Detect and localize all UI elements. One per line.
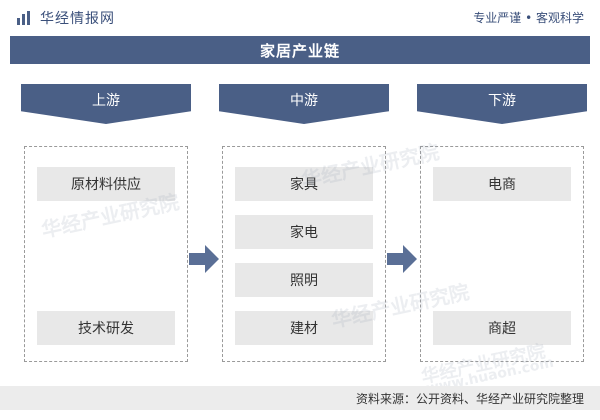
column-header-label: 中游: [290, 93, 318, 109]
column-header-label: 下游: [488, 93, 516, 109]
source-text: 资料来源：公开资料、华经产业研究院整理: [355, 392, 584, 406]
source-footer: 资料来源：公开资料、华经产业研究院整理: [0, 386, 600, 410]
list-item-raw-materials: 原材料供应: [37, 167, 175, 201]
list-item-ecommerce: 电商: [433, 167, 571, 201]
brand-name: 华经情报网: [40, 11, 115, 27]
right-arrow-icon: [387, 245, 417, 273]
downstream-panel: [420, 146, 584, 362]
list-item-building-materials: 建材: [235, 311, 373, 345]
column-header-label: 上游: [92, 93, 120, 109]
column-header-midstream: 中游: [219, 84, 389, 124]
column-header-upstream: 上游: [21, 84, 191, 124]
list-item-tech-rd: 技术研发: [37, 311, 175, 345]
list-item-lighting: 照明: [235, 263, 373, 297]
column-header-downstream: 下游: [417, 84, 587, 124]
brand-logo-icon: [17, 11, 30, 25]
list-item-furniture: 家具: [235, 167, 373, 201]
upstream-panel: [24, 146, 188, 362]
list-item-appliances: 家电: [235, 215, 373, 249]
midstream-panel: [222, 146, 386, 362]
right-arrow-icon: [189, 245, 219, 273]
list-item-supermarkets: 商超: [433, 311, 571, 345]
header: 华经情报网 专业严谨 • 客观科学: [0, 0, 600, 34]
page-title: 家居产业链: [10, 36, 590, 64]
tagline: 专业严谨 • 客观科学: [473, 11, 584, 25]
